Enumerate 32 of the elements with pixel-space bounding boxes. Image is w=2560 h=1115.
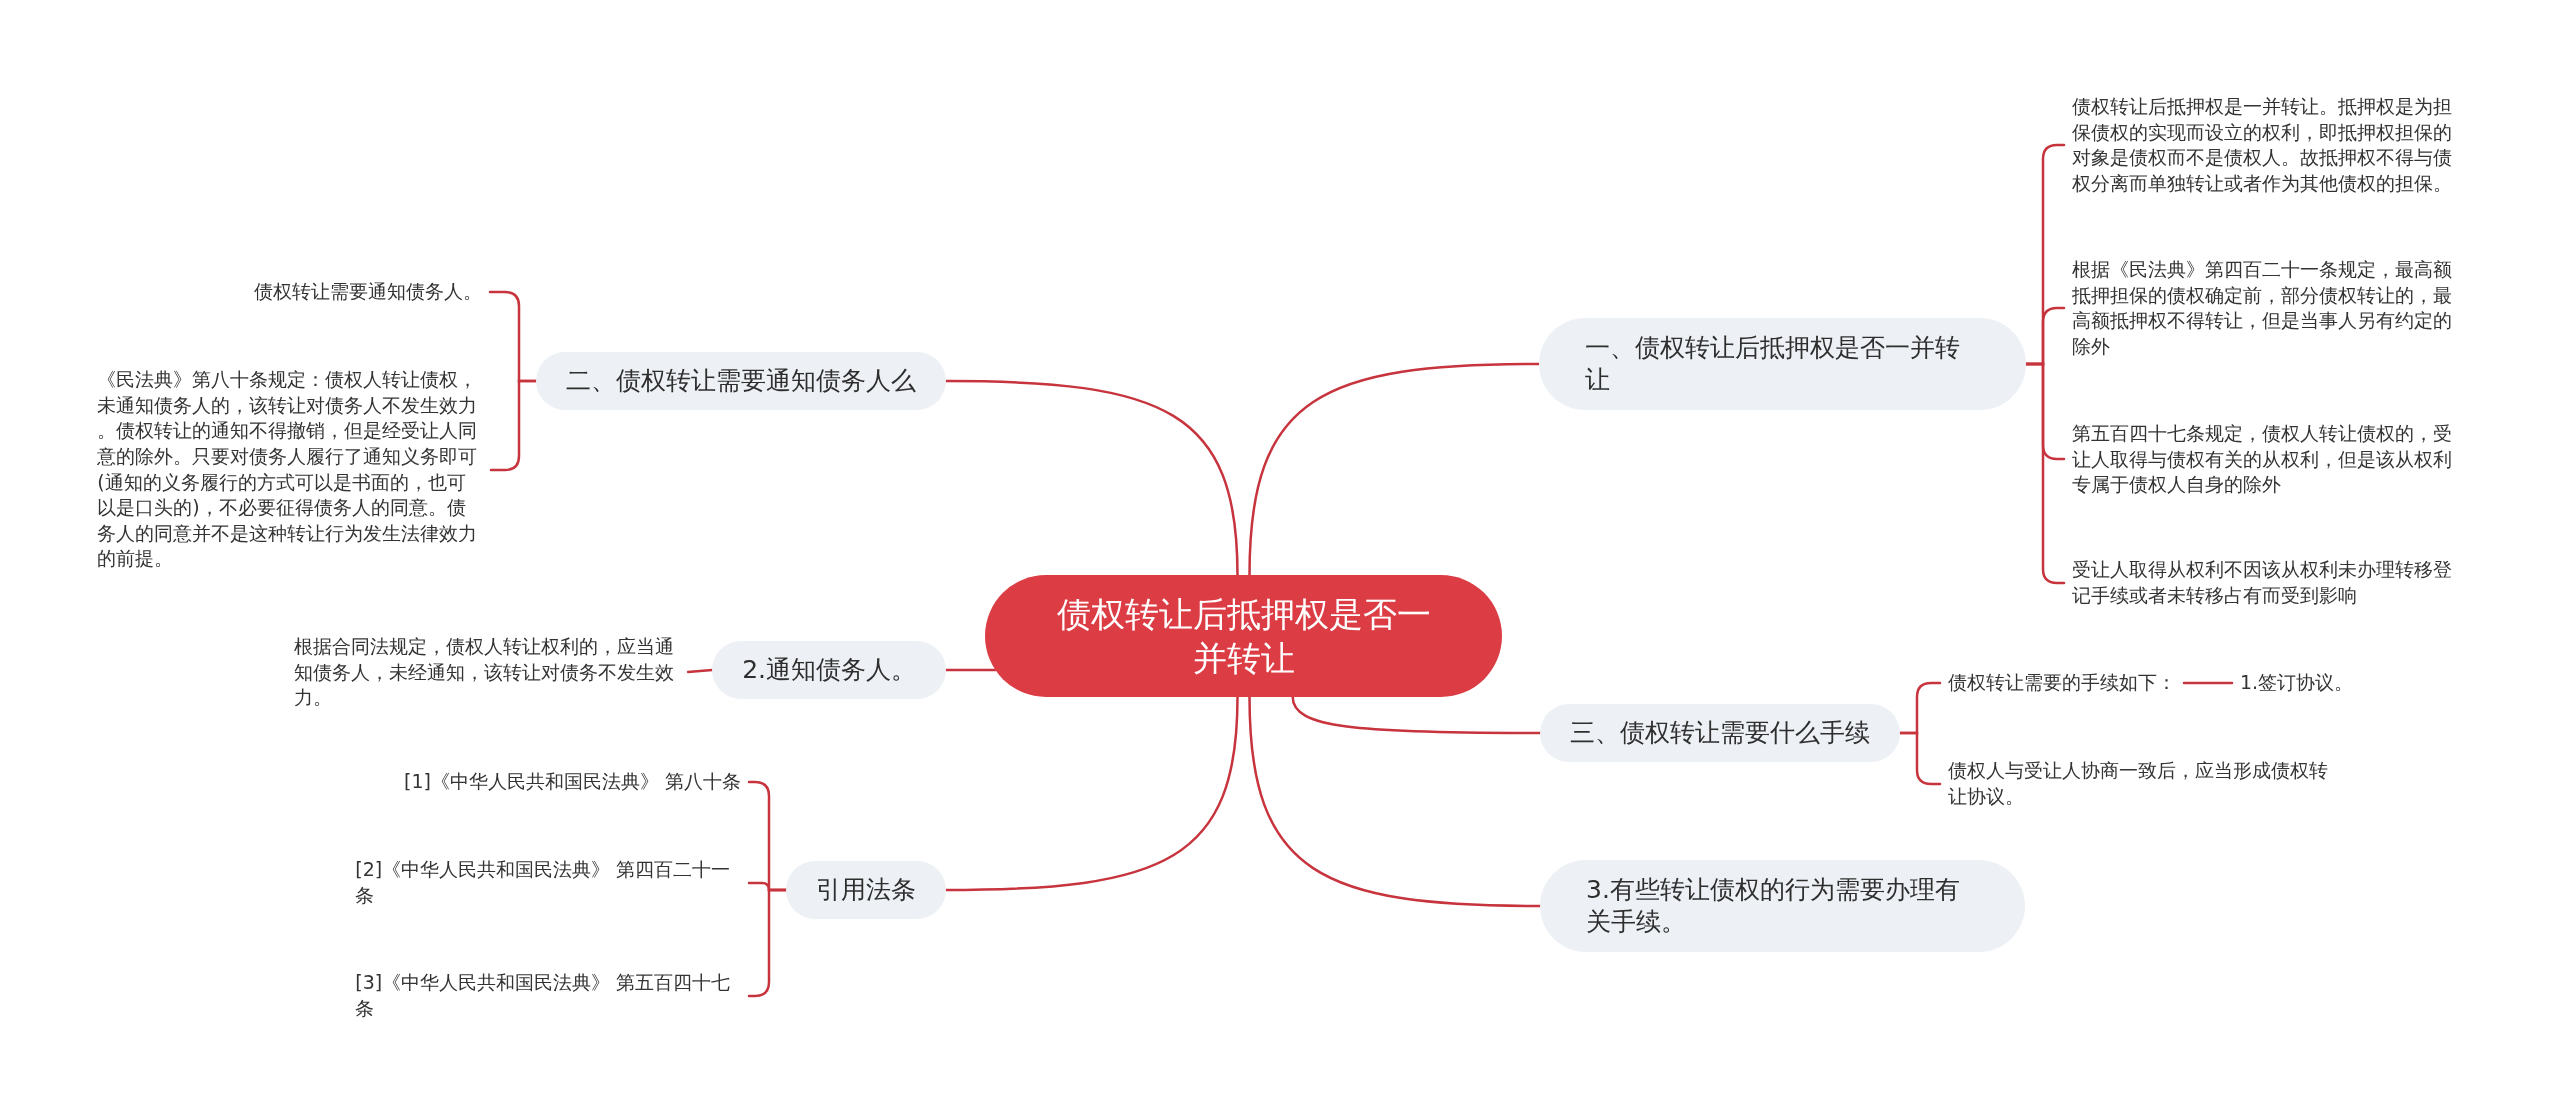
- note-text: 债权转让后抵押权是一并转让。抵押权是为担保债权的实现而设立的权利，即抵押权担保的对象是债权而不是债权人。故抵押权不得与债权分离而单独转让或者作为其他债权的担保。: [2064, 93, 2466, 197]
- note-text: 根据合同法规定，债权人转让权利的，应当通知债务人，未经通知，该转让对债务不发生效力。: [286, 633, 688, 711]
- connector-line: [944, 379, 1239, 577]
- connector-line: [2024, 362, 2066, 585]
- topic-pill: 三、债权转让需要什么手续: [1540, 704, 1900, 762]
- connector-line: [1248, 695, 1542, 908]
- connector-line: [2182, 681, 2234, 685]
- note-text: 债权人与受让人协商一致后，应当形成债权转让协议。: [1940, 758, 2342, 810]
- note-text: 第五百四十七条规定，债权人转让债权的，受让人取得与债权有关的从权利，但是该从权利专属于债权人自身的除外: [2064, 420, 2466, 498]
- note-text: 受让人取得从权利不因该从权利未办理转移登记手续或者未转移占有而受到影响: [2064, 557, 2466, 609]
- note-text: [3]《中华人民共和国民法典》 第五百四十七条: [347, 970, 749, 1022]
- topic-pill: 3.有些转让债权的行为需要办理有关手续。: [1540, 860, 2025, 952]
- connector-line: [686, 668, 714, 674]
- topic-pill: 一、债权转让后抵押权是否一并转让: [1539, 318, 2026, 410]
- topic-pill: 引用法条: [786, 861, 946, 919]
- note-text: 债权转让需要的手续如下：: [1940, 670, 2184, 696]
- connector-line: [489, 379, 538, 472]
- note-text: 根据《民法典》第四百二十一条规定，最高额抵押担保的债权确定前，部分债权转让的，最高额抵押权不得转让，但是当事人另有约定的除外: [2064, 256, 2466, 360]
- note-text: [2]《中华人民共和国民法典》 第四百二十一条: [347, 857, 749, 909]
- topic-pill: 二、债权转让需要通知债务人么: [536, 352, 946, 410]
- note-text: 1.签订协议。: [2232, 670, 2362, 696]
- note-text: 《民法典》第八十条规定：债权人转让债权，未通知债务人的，该转让对债务人不发生效力。债权转让的通知不得撤销，但是经受让人同意的除外。只要对债务人履行了通知义务即可(通知的义务履行的方式可以是书面的，也可以是口头的)，不必要征得债务人的同意。债务人的同意并不是这种转让行为发生法律效力的前提。: [89, 367, 491, 573]
- connector-line: [944, 695, 1239, 892]
- topic-pill: 2.通知债务人。: [712, 641, 946, 699]
- note-text: [1]《中华人民共和国民法典》 第八十条: [396, 769, 749, 795]
- central-topic-pill: 债权转让后抵押权是否一并转让: [985, 575, 1502, 697]
- connector-line: [944, 668, 997, 672]
- connector-line: [1248, 362, 1541, 577]
- connector-line: [747, 888, 788, 998]
- note-text: 债权转让需要通知债务人。: [246, 279, 490, 305]
- connector-line: [1291, 695, 1542, 735]
- connector-line: [1898, 731, 1942, 786]
